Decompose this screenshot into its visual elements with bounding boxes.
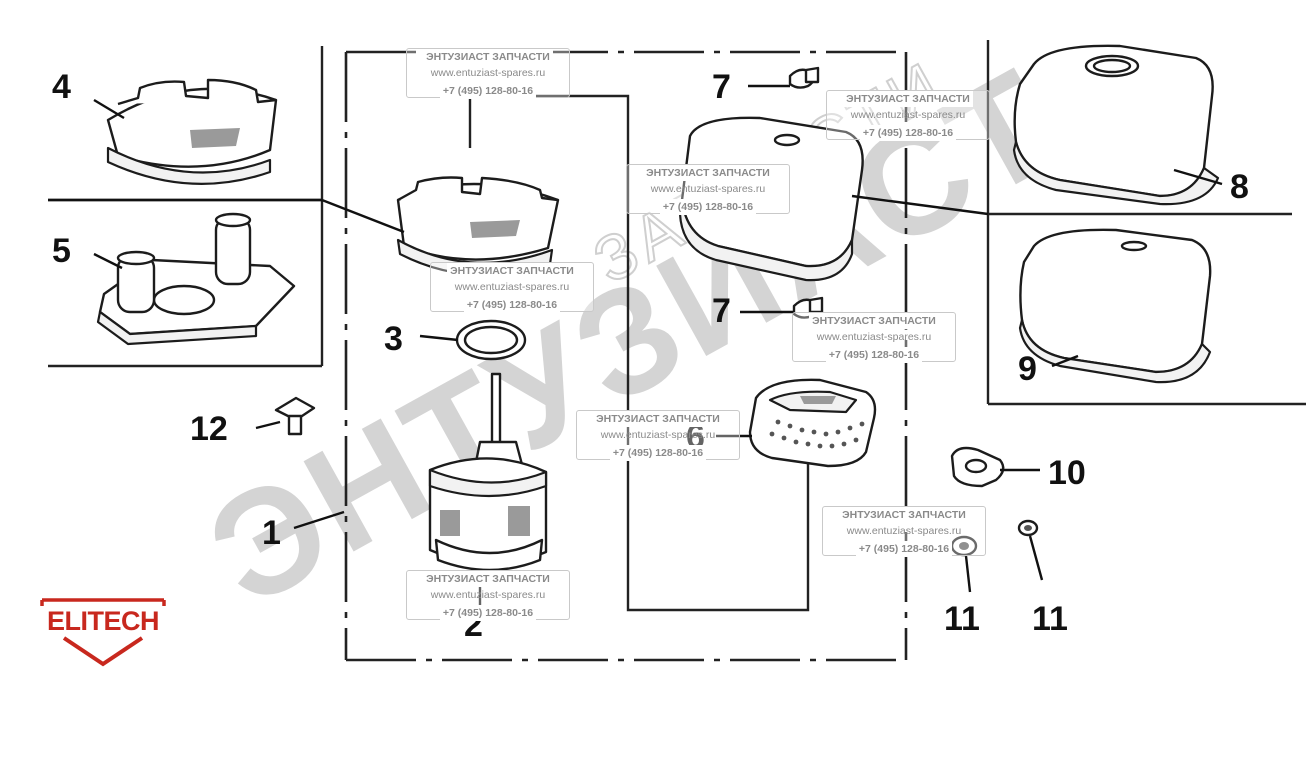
elitech-logo: ELITECH <box>34 596 172 668</box>
callout-3: 3 <box>384 320 403 358</box>
callout-9: 9 <box>1018 350 1037 388</box>
brand-name: ELITECH <box>46 606 160 636</box>
right-panel-frames <box>986 40 1306 406</box>
leader-lines <box>48 84 1223 606</box>
watermark-stamp: ЭНТУЗИАСТ ЗАПЧАСТИ www.entuziast-spares.… <box>792 312 956 363</box>
part-base-plate-5 <box>96 212 296 346</box>
part-cover-9 <box>1018 228 1212 384</box>
logo-chevron-icon <box>40 598 166 667</box>
watermark-stamp: ЭНТУЗИАСТ ЗАПЧАСТИ www.entuziast-spares.… <box>626 164 790 215</box>
part-element-1-2 <box>428 372 548 572</box>
callout-12: 12 <box>190 410 228 448</box>
part-wing-nut-7a <box>788 66 820 89</box>
callout-7b: 7 <box>712 292 731 330</box>
watermark-stamp: ЭНТУЗИАСТ ЗАПЧАСТИ www.entuziast-spares.… <box>406 48 570 99</box>
part-nut-11b <box>1017 519 1039 537</box>
watermark-stamp: ЭНТУЗИАСТ ЗАПЧАСТИ www.entuziast-spares.… <box>430 262 594 313</box>
callout-7a: 7 <box>712 68 731 106</box>
part-filter-6 <box>748 378 877 468</box>
watermark-stamp: ЭНТУЗИАСТ ЗАПЧАСТИ www.entuziast-spares.… <box>826 90 990 141</box>
watermark-stamp: ЭНТУЗИАСТ ЗАПЧАСТИ www.entuziast-spares.… <box>576 410 740 461</box>
watermark-stamp: ЭНТУЗИАСТ ЗАПЧАСТИ www.entuziast-spares.… <box>406 570 570 621</box>
part-bolt-12 <box>274 396 316 436</box>
part-cover-assembly <box>678 116 864 282</box>
callout-8: 8 <box>1230 168 1249 206</box>
watermark-stamp: ЭНТУЗИАСТ ЗАПЧАСТИ www.entuziast-spares.… <box>822 506 986 557</box>
part-cup-assembly <box>396 176 560 276</box>
callout-10: 10 <box>1048 454 1086 492</box>
part-cup-4 <box>106 78 278 185</box>
callout-11a: 11 <box>944 600 980 638</box>
assembly-routing-line <box>468 94 810 612</box>
callout-11b: 11 <box>1032 600 1068 638</box>
part-o-ring-3 <box>455 319 527 361</box>
callout-5: 5 <box>52 232 71 270</box>
callout-1: 1 <box>262 514 281 552</box>
part-cover-8 <box>1012 44 1220 206</box>
part-gasket-10 <box>950 446 1005 488</box>
callout-4: 4 <box>52 68 71 106</box>
